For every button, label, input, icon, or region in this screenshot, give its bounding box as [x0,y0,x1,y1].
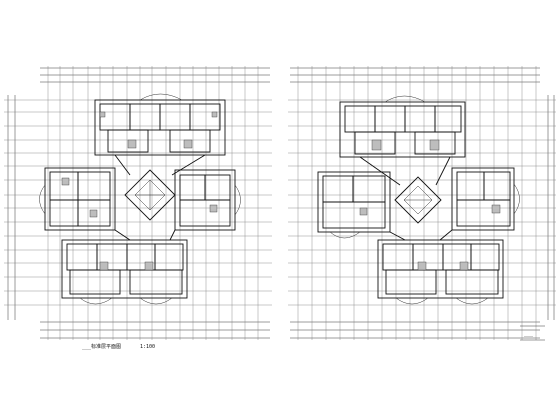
left-plan-dimension-bottom [40,321,270,339]
right-plan-north-wing [339,95,466,158]
left-plan-grid-vertical [47,66,259,340]
left-plan-caption: ___标准层平面图 [82,343,121,350]
right-plan-dimension-right [547,95,555,320]
left-plan-north-wing [94,93,226,156]
right-plan-grid-vertical [297,66,537,340]
left-plan-scale: 1:100 [140,344,155,350]
left-plan-dimension-left [7,95,16,320]
left-plan-south-wing [61,239,188,305]
right-plan-east-wing [451,167,520,231]
drawing-stamp: ___ [520,325,545,341]
right-plan-west-wing [317,171,391,239]
left-plan-building [39,93,241,305]
right-plan-dimension-top [290,67,540,83]
right-plan-grid-horizontal [288,99,556,306]
stamp-text: ___ [524,331,534,337]
right-plan-building [317,95,520,305]
left-plan-dimension-top [40,67,270,83]
right-plan-dimension-bottom [290,321,540,339]
left-plan-east-wing [174,169,241,231]
left-plan-west-wing [39,167,116,231]
right-plan-south-wing [377,239,504,305]
right-plan-core [394,176,442,224]
